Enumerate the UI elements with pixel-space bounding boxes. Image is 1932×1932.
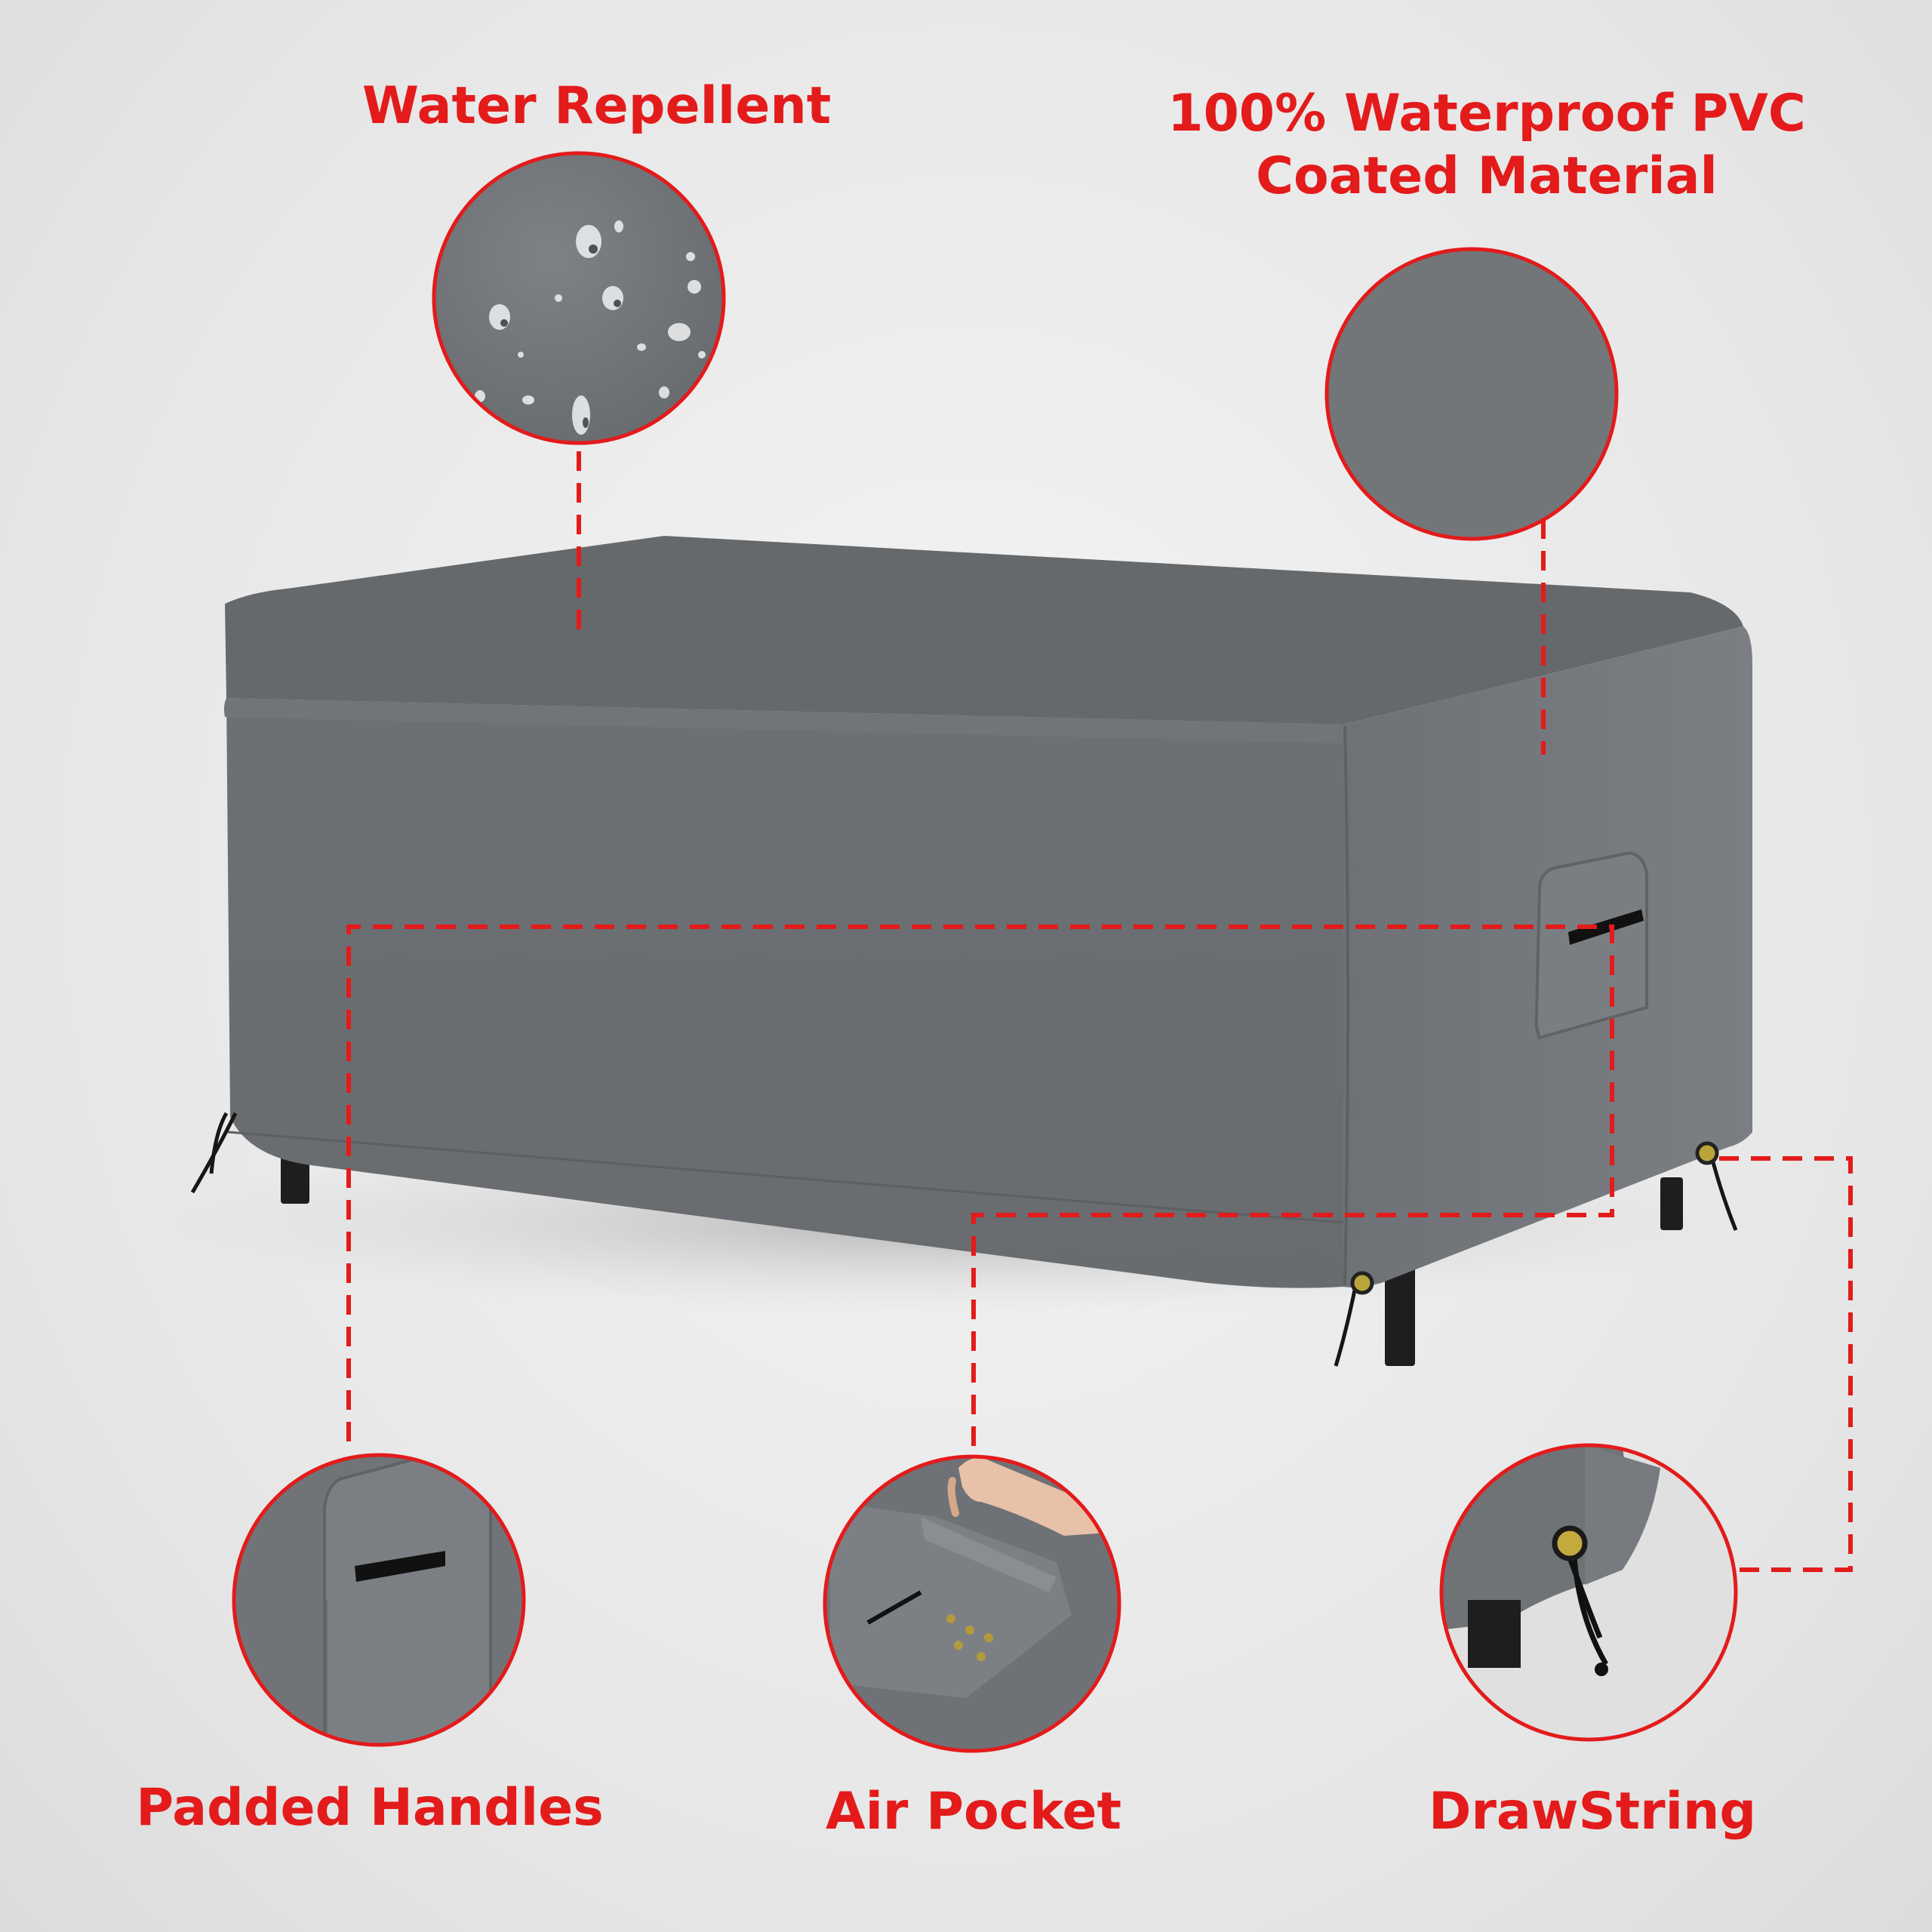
connector-drawstring [1713, 1156, 1853, 1572]
label-padded-handles: Padded Handles [136, 1778, 604, 1838]
dashed-connectors [346, 451, 1853, 1572]
label-waterproof-pvc: 100% Waterproof PVC Coated Material [1162, 83, 1811, 208]
connector-handles [346, 924, 1614, 1446]
cover-front [226, 698, 1343, 1288]
swatch-water-repellent [432, 151, 726, 445]
swatch-padded-handles [232, 1453, 526, 1747]
swatch-pvc-material [1324, 247, 1619, 541]
label-waterproof-line2: Coated Material [1256, 146, 1718, 206]
label-waterproof-line1: 100% Waterproof PVC [1168, 84, 1806, 143]
handle-strap-icon [1534, 851, 1648, 1040]
swatch-air-pocket [823, 1454, 1121, 1753]
label-water-repellent: Water Repellent [362, 76, 832, 136]
label-drawstring: DrawString [1428, 1782, 1757, 1841]
swatch-drawstring [1439, 1443, 1738, 1742]
hand-icon [947, 1457, 1119, 1536]
cover-top [225, 536, 1743, 724]
table-cover [190, 536, 1752, 1367]
label-air-pocket: Air Pocket [825, 1782, 1122, 1841]
water-droplets-icon [475, 220, 706, 435]
